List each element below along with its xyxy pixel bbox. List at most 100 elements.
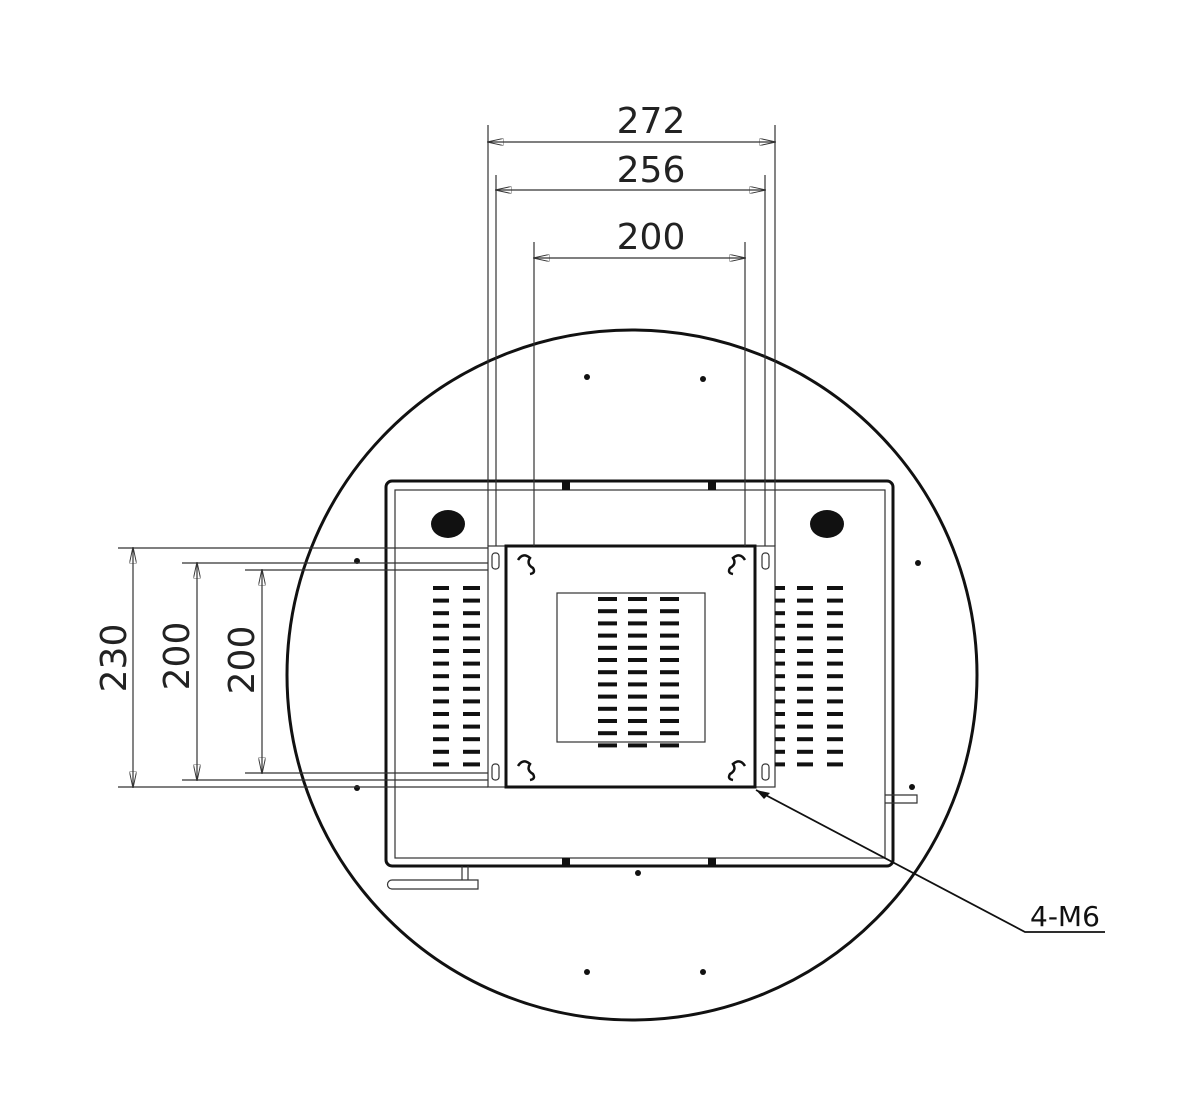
vent-slot: [660, 694, 679, 699]
vent-slot: [827, 699, 843, 704]
vent-slot: [463, 724, 480, 729]
screw-hole: [584, 374, 590, 380]
vent-slot: [660, 719, 679, 723]
dim-width-256: 256: [617, 150, 686, 191]
vent-slot: [660, 621, 679, 626]
vent-slot: [463, 598, 480, 603]
vent-slot: [775, 749, 785, 754]
vent-slot: [827, 737, 843, 742]
vent-slot: [775, 598, 785, 603]
vent-slot: [660, 743, 679, 748]
vent-slot: [775, 623, 785, 628]
vent-slot: [775, 686, 785, 691]
vent-slot: [797, 686, 813, 691]
vent-slot: [775, 611, 785, 616]
dim-width-272: 272: [617, 101, 686, 142]
vent-slot: [775, 674, 785, 679]
vent-slot: [433, 598, 449, 603]
vent-slot: [463, 699, 480, 704]
vent-slot: [463, 661, 480, 666]
vent-slot: [433, 699, 449, 704]
vent-slot: [775, 699, 785, 704]
callout-label-4-m6: 4-M6: [1030, 900, 1100, 933]
vent-slot: [463, 611, 480, 616]
vent-slot: [827, 623, 843, 628]
vent-slot: [827, 598, 843, 603]
vent-slot: [775, 661, 785, 666]
vent-slot: [628, 621, 647, 626]
vent-slot: [628, 731, 647, 736]
vent-slot: [598, 597, 617, 601]
vent-slot: [463, 762, 480, 767]
vent-slot: [628, 658, 647, 662]
vent-slot: [463, 636, 480, 641]
vent-slot: [598, 706, 617, 711]
vent-slot: [463, 674, 480, 679]
vent-slot: [660, 597, 679, 601]
vent-slot: [463, 586, 480, 590]
screw-hole: [909, 784, 915, 790]
vent-slot: [463, 712, 480, 716]
vent-slot: [797, 712, 813, 716]
vent-slot: [598, 645, 617, 650]
vent-slot: [598, 621, 617, 626]
vent-slot: [827, 586, 843, 590]
vent-slot: [775, 712, 785, 716]
vent-slot: [775, 586, 785, 590]
vent-slot: [797, 699, 813, 704]
vent-slot: [433, 686, 449, 691]
vent-slot: [775, 737, 785, 742]
screw-hole: [584, 969, 590, 975]
vent-slot: [827, 749, 843, 754]
screw-hole: [915, 560, 921, 566]
vent-slot: [628, 597, 647, 601]
vent-slot: [433, 749, 449, 754]
vent-slot: [660, 682, 679, 687]
vent-slot: [827, 762, 843, 767]
screw-hole: [700, 376, 706, 382]
vent-slot: [775, 724, 785, 729]
vent-slot: [598, 719, 617, 723]
vent-slot: [797, 598, 813, 603]
vent-slot: [660, 731, 679, 736]
vent-slot: [463, 623, 480, 628]
vent-slot: [598, 670, 617, 675]
vent-slot: [598, 731, 617, 736]
vent-slot: [797, 649, 813, 653]
keyhole-slots: [516, 554, 747, 782]
vent-slot: [827, 724, 843, 729]
vent-slot: [628, 706, 647, 711]
vent-slot: [628, 743, 647, 748]
round-base-outline: [285, 328, 979, 1022]
vent-slot: [433, 586, 449, 590]
dim-width-200: 200: [617, 217, 686, 258]
mounting-plate: [487, 544, 776, 789]
vent-slot: [628, 633, 647, 638]
vent-slot: [433, 674, 449, 679]
screw-hole: [700, 969, 706, 975]
vent-slot: [598, 658, 617, 662]
dim-height-200-outer: 200: [157, 622, 198, 691]
vent-slot: [775, 636, 785, 641]
vent-slot: [628, 719, 647, 723]
vent-slot: [433, 737, 449, 742]
vent-slot: [628, 694, 647, 699]
vent-slot: [797, 762, 813, 767]
vent-slot: [598, 633, 617, 638]
vent-slot: [827, 611, 843, 616]
vent-slot: [660, 633, 679, 638]
vent-slot: [797, 749, 813, 754]
vent-slot: [433, 649, 449, 653]
vent-slot: [433, 623, 449, 628]
vent-slot: [433, 636, 449, 641]
vent-slot: [463, 649, 480, 653]
vent-slots: [433, 586, 843, 767]
vent-slot: [628, 670, 647, 675]
vent-slot: [433, 611, 449, 616]
vent-slot: [827, 661, 843, 666]
vent-slot: [797, 661, 813, 666]
vent-slot: [660, 670, 679, 675]
screw-holes: [354, 374, 921, 975]
